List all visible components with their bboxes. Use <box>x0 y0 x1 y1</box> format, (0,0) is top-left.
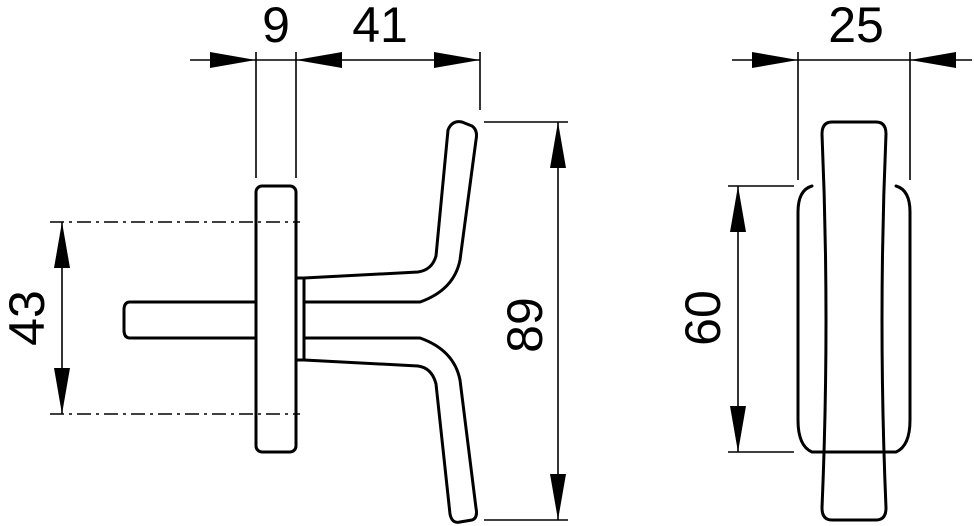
handle-upper-arm <box>302 120 478 304</box>
extension-lines-end <box>728 52 911 453</box>
label-handle-length: 89 <box>497 297 553 353</box>
label-handle-projection: 41 <box>352 0 408 53</box>
label-spindle-spacing: 43 <box>0 290 55 346</box>
side-view <box>122 120 478 524</box>
dimension-rose-thickness: 9 <box>190 0 480 68</box>
end-view-plate <box>796 184 912 454</box>
dimension-end-view-width: 25 <box>732 0 972 68</box>
dimension-spindle-spacing: 43 <box>0 222 70 414</box>
handle-lower-arm <box>302 336 478 524</box>
label-rose-thickness: 9 <box>262 0 290 53</box>
dimension-end-view-height: 60 <box>675 186 746 452</box>
handle-neck <box>294 276 306 362</box>
spindle <box>122 300 258 340</box>
dimension-handle-projection: 41 <box>352 0 480 68</box>
label-end-view-height: 60 <box>675 290 731 346</box>
rose-plate <box>254 184 298 454</box>
label-end-view-width: 25 <box>828 0 884 53</box>
end-view-handle <box>820 120 888 522</box>
extension-lines-side <box>50 52 568 521</box>
end-view <box>796 120 912 522</box>
dimension-handle-length: 89 <box>497 122 566 520</box>
